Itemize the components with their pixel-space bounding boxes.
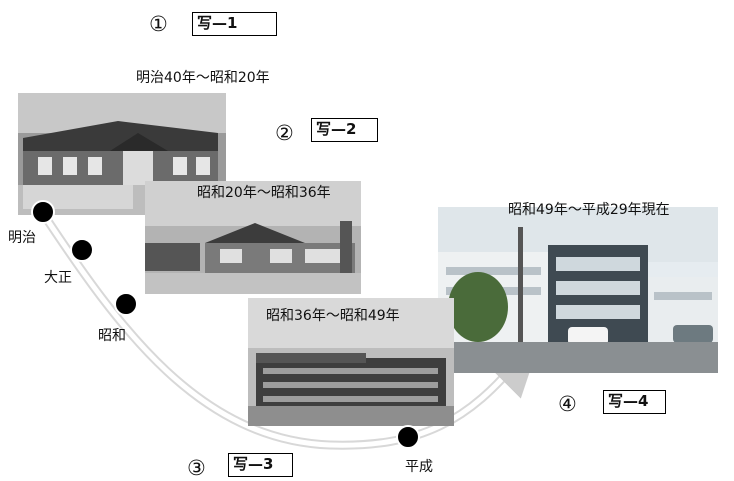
photo-number-3: ③ [187, 456, 206, 480]
photo-caption-3: 昭和36年～昭和49年 [266, 308, 400, 324]
photo-caption-2: 昭和20年～昭和36年 [197, 185, 331, 201]
photo-2 [145, 181, 361, 294]
photo-1 [18, 93, 226, 215]
photo-4 [438, 207, 718, 373]
photo-tag-3: 写—3 [228, 453, 293, 477]
timeline-dot-meiji [31, 200, 55, 224]
photo-number-1: ① [149, 12, 168, 36]
photo-caption-4: 昭和49年～平成29年現在 [508, 202, 670, 218]
photo-number-4: ④ [558, 392, 577, 416]
photo-tag-4: 写—4 [603, 390, 666, 414]
photo-tag-1: 写—1 [192, 12, 277, 36]
photo-number-2: ② [275, 121, 294, 145]
era-label-taisho: 大正 [44, 270, 72, 286]
timeline-dot-taisho [70, 238, 94, 262]
era-label-heisei: 平成 [405, 459, 433, 475]
era-label-meiji: 明治 [8, 230, 36, 246]
timeline-dot-heisei [396, 425, 420, 449]
era-label-showa: 昭和 [98, 328, 126, 344]
photo-caption-1: 明治40年～昭和20年 [136, 70, 270, 86]
photo-3 [248, 298, 454, 426]
photo-tag-2: 写—2 [311, 118, 378, 142]
timeline-dot-showa [114, 292, 138, 316]
